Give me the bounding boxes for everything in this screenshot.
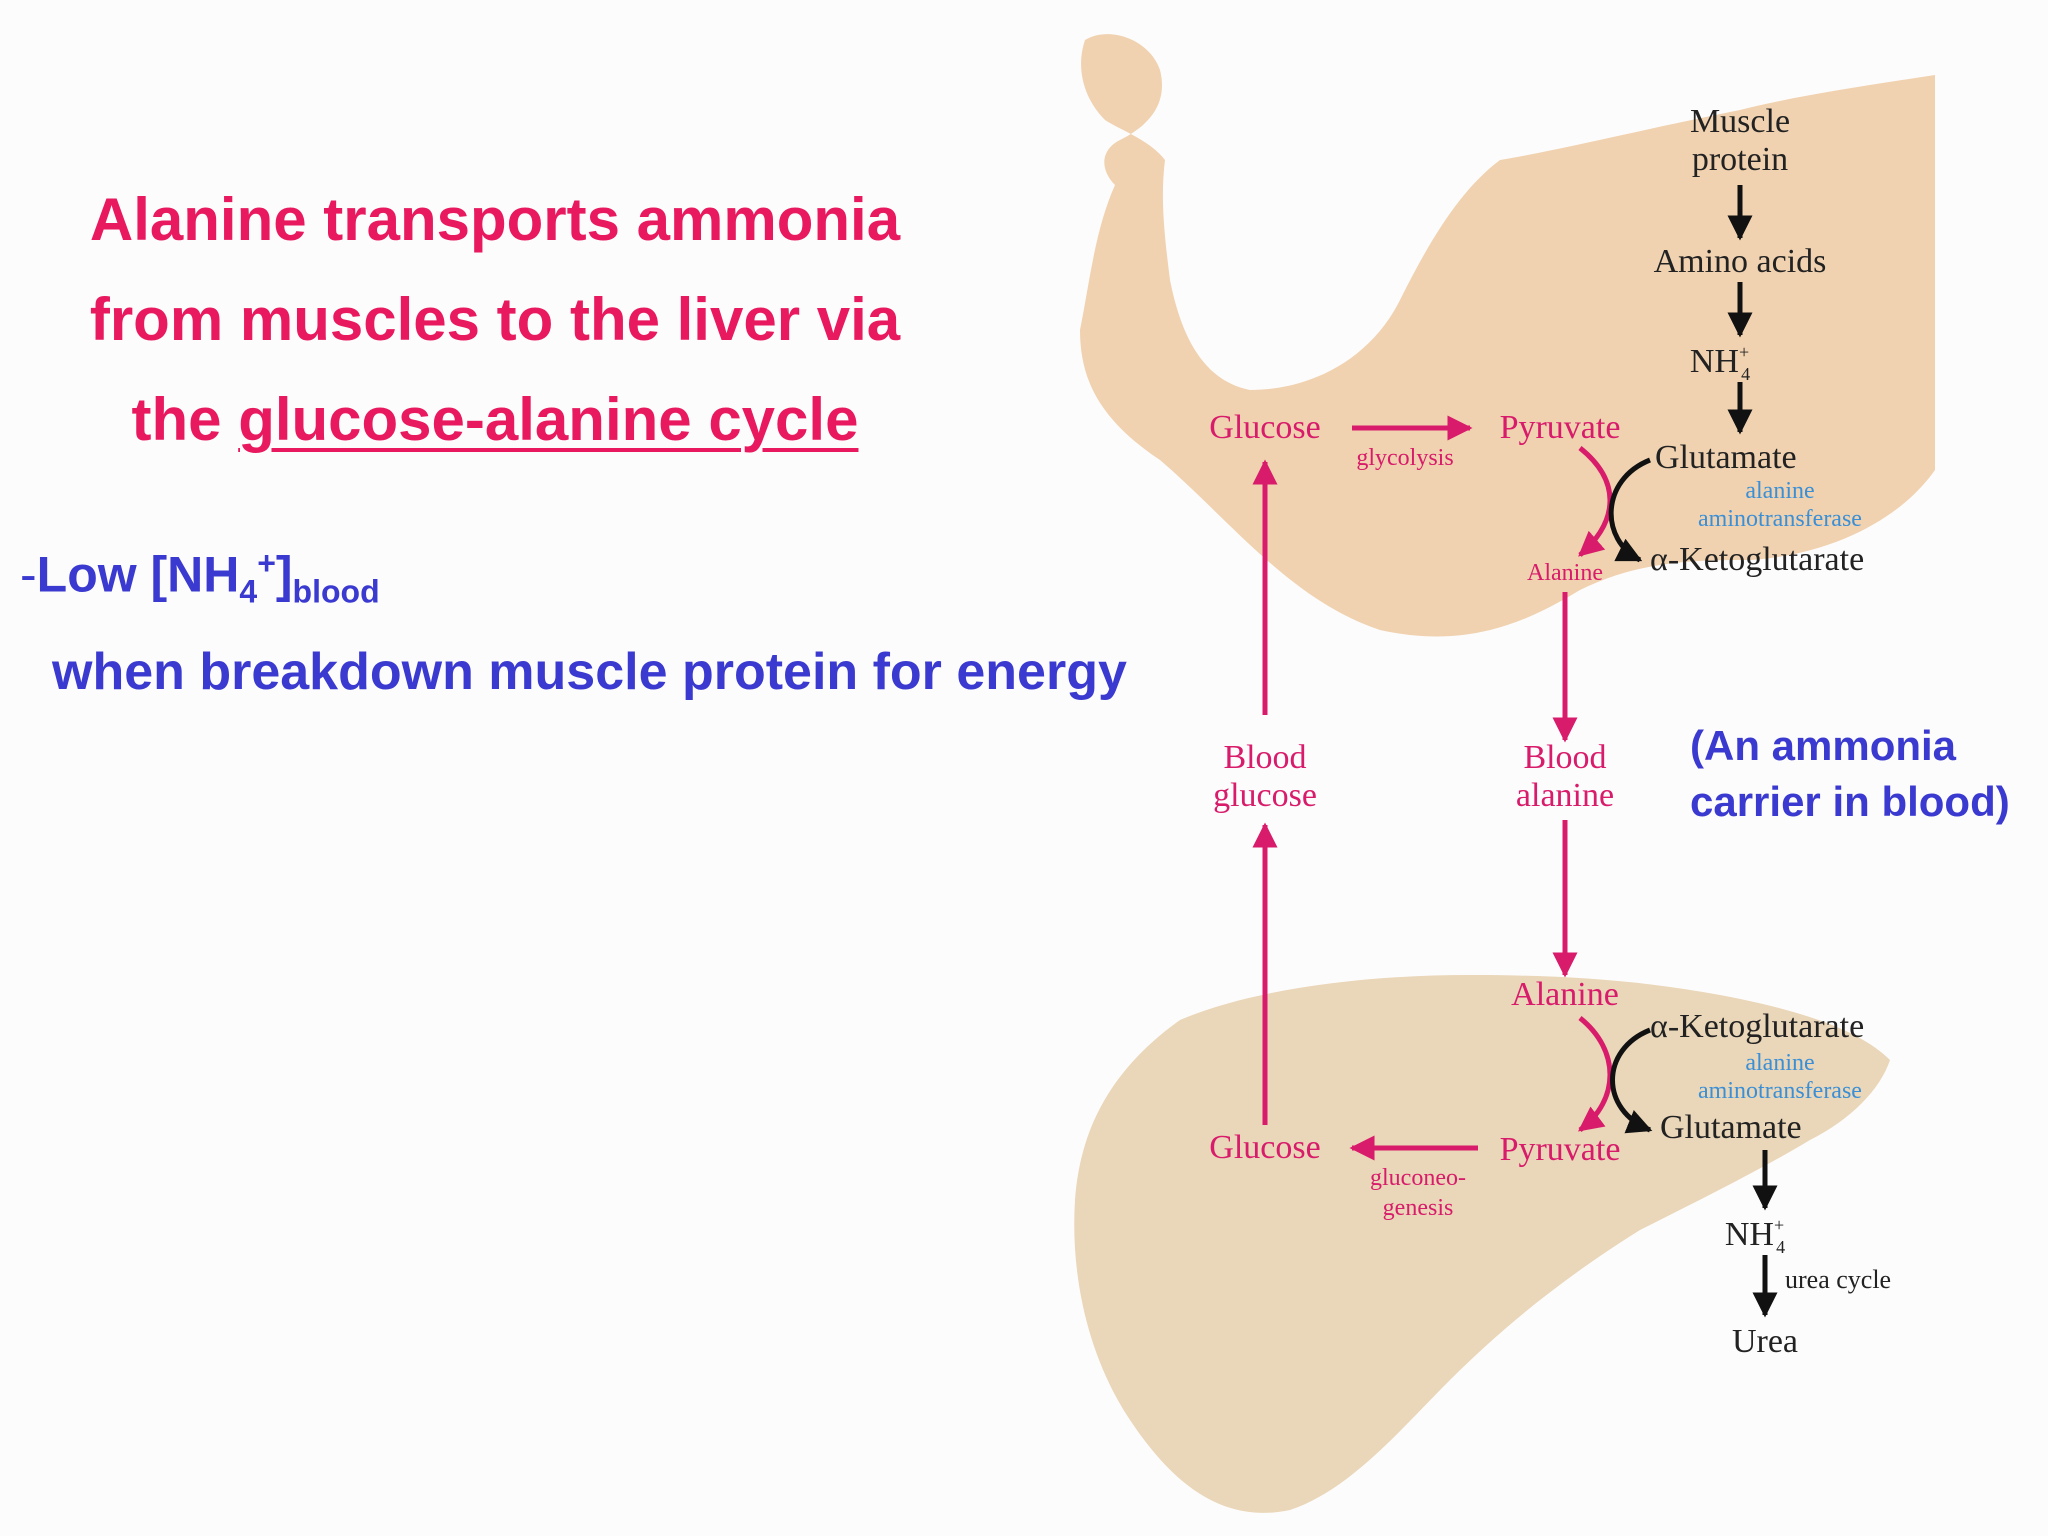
- urea-cycle-label: urea cycle: [1785, 1265, 1891, 1294]
- liver-nh4-sub: 4: [1776, 1237, 1785, 1257]
- liver-alanine-to-pyruvate-arrow: [1578, 1016, 1613, 1132]
- blood-glucose-line-1: Blood: [1223, 739, 1306, 776]
- muscle-labels: Muscle protein Amino acids NH+4 Glucose …: [1209, 103, 1864, 586]
- carrier-line-2: carrier in blood): [1690, 778, 2010, 825]
- gluconeogenesis-line-2: genesis: [1383, 1195, 1454, 1221]
- liver-ketoglutarate-to-glutamate-arrow: [1610, 1027, 1653, 1134]
- arm-illustration: [1080, 34, 1935, 637]
- muscle-nh4-sup: +: [1739, 342, 1749, 362]
- title-line-2: from muscles to the liver via: [89, 286, 901, 353]
- note-bracket: ]: [275, 546, 293, 603]
- glycolysis-label: glycolysis: [1356, 445, 1453, 471]
- muscle-glutamate-to-ketoglutarate-arrow: [1608, 457, 1651, 563]
- liver-enzyme-line-1: alanine: [1745, 1050, 1814, 1076]
- breakdown-note: when breakdown muscle protein for energy: [52, 643, 1127, 701]
- title-line-3-prefix: the: [131, 386, 239, 453]
- liver-nh4-base: NH: [1725, 1216, 1774, 1253]
- muscle-glucose-label: Glucose: [1209, 409, 1320, 446]
- note-low-text: Low [NH: [36, 546, 240, 603]
- liver-glutamate-label: Glutamate: [1660, 1109, 1802, 1146]
- blood-labels: Blood glucose Blood alanine: [1213, 739, 1614, 814]
- liver-ketoglutarate-label: α-Ketoglutarate: [1650, 1008, 1864, 1045]
- blood-alanine-line-1: Blood: [1523, 739, 1606, 776]
- urea-label: Urea: [1732, 1323, 1798, 1360]
- liver-glucose-label: Glucose: [1209, 1129, 1320, 1166]
- liver-illustration: [1074, 975, 1890, 1513]
- low-ammonia-note: -Low [NH4+]blood: [20, 545, 380, 611]
- note-nh4-sub: 4: [239, 573, 258, 610]
- muscle-protein-line-2: protein: [1692, 141, 1788, 178]
- liver-nh4-sup: +: [1774, 1215, 1784, 1235]
- gluconeogenesis-line-1: gluconeo-: [1370, 1165, 1466, 1191]
- title-line-1: Alanine transports ammonia: [89, 186, 901, 253]
- muscle-glutamate-label: Glutamate: [1655, 439, 1797, 476]
- muscle-nh4-sub: 4: [1741, 364, 1750, 384]
- muscle-pyruvate-label: Pyruvate: [1500, 409, 1621, 446]
- title-key-term: glucose-alanine cycle: [238, 386, 859, 453]
- liver-labels: Alanine α-Ketoglutarate alanine aminotra…: [1209, 976, 1891, 1360]
- liver-nh4-label: NH+4: [1725, 1215, 1785, 1257]
- carrier-line-1: (An ammonia: [1690, 722, 1957, 769]
- muscle-alanine-label: Alanine: [1527, 560, 1603, 586]
- blood-alanine-line-2: alanine: [1516, 777, 1614, 814]
- note-blood-sub: blood: [292, 573, 380, 610]
- muscle-nh4-label: NH+4: [1690, 342, 1750, 384]
- muscle-enzyme-line-1: alanine: [1745, 478, 1814, 504]
- note-nh4-sup: +: [257, 545, 276, 581]
- note-dash: -: [20, 546, 37, 603]
- title-line-3: the glucose-alanine cycle: [0, 370, 990, 470]
- muscle-protein-line-1: Muscle: [1690, 103, 1790, 140]
- muscle-nh4-base: NH: [1690, 343, 1739, 380]
- muscle-pyruvate-to-alanine-arrow: [1578, 446, 1613, 557]
- liver-alanine-label: Alanine: [1511, 976, 1619, 1013]
- muscle-ketoglutarate-label: α-Ketoglutarate: [1650, 541, 1864, 578]
- amino-acids-label: Amino acids: [1654, 243, 1827, 280]
- blood-glucose-line-2: glucose: [1213, 777, 1317, 814]
- liver-enzyme-line-2: aminotransferase: [1698, 1078, 1862, 1104]
- liver-pyruvate-label: Pyruvate: [1500, 1131, 1621, 1168]
- slide-title: Alanine transports ammonia from muscles …: [0, 170, 990, 470]
- carrier-note: (An ammonia carrier in blood): [1690, 718, 2010, 830]
- muscle-enzyme-line-2: aminotransferase: [1698, 506, 1862, 532]
